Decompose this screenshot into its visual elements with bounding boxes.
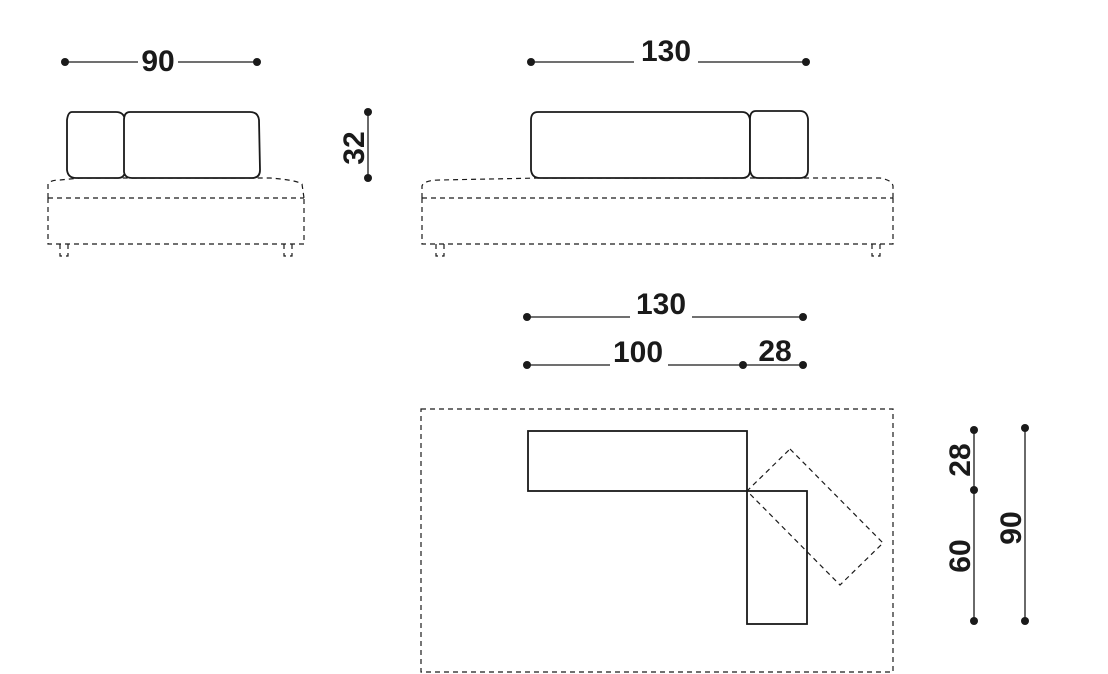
sofa-plan-view <box>420 408 894 673</box>
dim-line-plan-depth-total: 90 <box>995 424 1029 625</box>
dim-label-left-width: 90 <box>141 45 174 78</box>
dim-line-plan-total: 130 <box>523 288 807 321</box>
sofa-elevation-right <box>421 110 894 257</box>
cushion-large-left <box>123 111 261 179</box>
plan-back-cushion <box>527 430 748 492</box>
dim-label-right-width: 130 <box>641 35 691 68</box>
dim-line-plan-segments: 100 28 <box>523 335 807 369</box>
dim-label-depth-cushion: 28 <box>944 443 977 476</box>
sofa-elevation-left <box>47 111 305 257</box>
dim-label-depth-total: 90 <box>995 511 1028 544</box>
dim-label-plan-long: 100 <box>613 336 663 369</box>
dim-label-plan-short: 28 <box>758 335 791 368</box>
dim-label-plan-total: 130 <box>636 288 686 321</box>
plan-side-cushion <box>746 490 808 625</box>
cushion-small-right <box>749 110 809 179</box>
dim-label-height: 32 <box>338 131 371 164</box>
dim-line-plan-depth-segments: 28 60 <box>944 426 978 625</box>
plan-outline <box>420 408 894 673</box>
dim-label-depth-seat: 60 <box>944 539 977 572</box>
dim-line-height: 32 <box>338 108 372 182</box>
cushion-small-left <box>66 111 126 179</box>
plan-rotated-cushion <box>746 448 884 586</box>
cushion-large-right <box>530 111 751 179</box>
dim-line-right-width: 130 <box>527 35 810 68</box>
dim-line-left-width: 90 <box>61 45 261 78</box>
